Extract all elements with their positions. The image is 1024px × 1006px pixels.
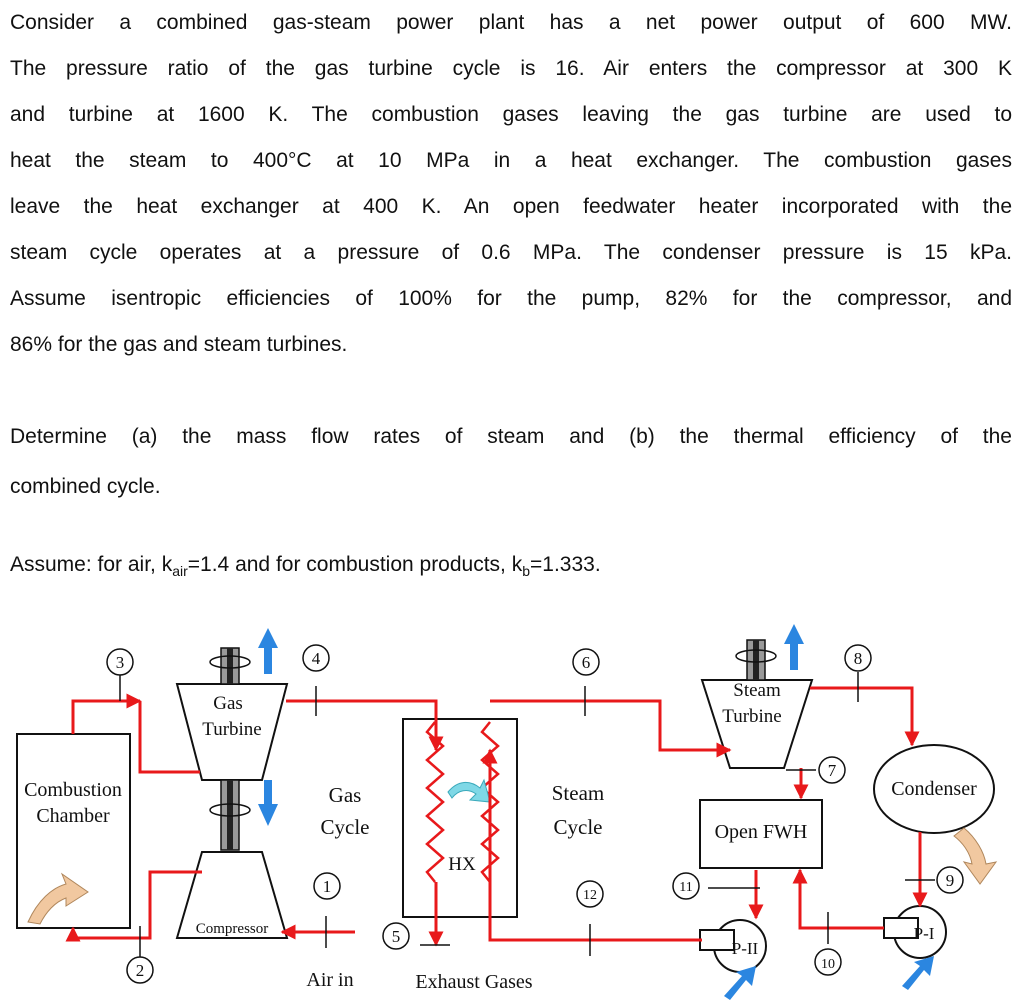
condenser: Condenser [873,744,998,885]
question-line: combined cycle. [10,475,161,498]
state-12-label: 12 [583,888,597,903]
steam-cycle-label: Steam [552,781,605,805]
state-4-label: 4 [312,649,321,668]
pump-1-label: P-I [914,924,935,943]
state-7-label: 7 [828,761,837,780]
question: Determine (a) the mass flow rates of ste… [10,412,1012,512]
state-2-label: 2 [136,961,145,980]
heat-rejection-arrow-icon [953,827,998,885]
state-1-label: 1 [323,877,332,896]
pump-2-label: P-II [732,939,759,958]
problem-line: The pressure ratio of the gas turbine cy… [10,57,1012,80]
pump-1: P-I [883,905,947,990]
open-feedwater-heater: Open FWH [699,799,823,869]
state-11-label: 11 [679,880,692,895]
flow-lines [65,686,928,947]
heat-input-arrow-icon [27,872,89,925]
problem-statement: Consider a combined gas-steam power plan… [10,0,1012,368]
shaft-icon [209,647,251,851]
state-3-label: 3 [116,653,125,672]
work-out-arrow-icon [258,628,278,674]
problem-line: Assume isentropic efficiencies of 100% f… [10,287,1012,310]
assume-prefix: Assume: for air, k [10,553,173,576]
plant-schematic: Combustion Chamber Gas Turbine Compresso… [16,624,998,1000]
steam-shaft-icon [735,639,777,681]
pump-1-work-arrow-icon [902,956,934,990]
state-8-label: 8 [854,649,863,668]
problem-line: Consider a combined gas-steam power plan… [10,11,1012,34]
problem-line: leave the heat exchanger at 400 K. An op… [10,195,1012,218]
heat-exchanger: HX [402,718,518,918]
compressor: Compressor [175,851,289,939]
state-10-label: 10 [821,957,835,972]
air-in-label: Air in [306,969,353,991]
steam-turbine-label: Turbine [722,706,781,727]
state-labels: 1 2 3 4 5 6 7 8 9 10 11 12 [106,644,964,984]
problem-line: steam cycle operates at a pressure of 0.… [10,241,1012,264]
work-in-arrow-icon [258,780,278,826]
condenser-label: Condenser [891,778,977,800]
gas-cycle-label: Cycle [321,815,370,839]
pump-2: P-II [699,919,767,1000]
problem-line: and turbine at 1600 K. The combustion ga… [10,103,1012,126]
exhaust-gases-label: Exhaust Gases [415,971,532,993]
steam-turbine-label: Steam [733,680,781,701]
assumption: Assume: for air, kair=1.4 and for combus… [10,540,1012,590]
state-9-label: 9 [946,871,955,890]
b-subscript: b [522,563,531,580]
open-fwh-label: Open FWH [715,821,808,843]
assume-air-value: =1.4 and for combustion products, k [187,553,523,576]
air-subscript: air [172,563,188,580]
combustion-chamber-label: Chamber [36,805,110,827]
combustion-chamber-label: Combustion [24,779,122,801]
combustion-chamber: Combustion Chamber [16,733,131,929]
steam-cycle-label: Cycle [554,815,603,839]
gas-turbine-label: Gas [213,693,243,714]
gas-cycle-label: Gas [329,783,362,807]
problem-line: 86% for the gas and steam turbines. [10,333,348,356]
hx-heat-transfer-arrow-icon [447,778,491,803]
compressor-label: Compressor [196,921,269,937]
gas-turbine: Gas Turbine [175,683,289,781]
pump-2-work-arrow-icon [724,966,756,1000]
hx-label: HX [448,854,476,875]
state-5-label: 5 [392,927,401,946]
problem-line: heat the steam to 400°C at 10 MPa in a h… [10,149,1012,172]
state-ticks [119,666,935,958]
state-6-label: 6 [582,653,591,672]
assume-b-value: =1.333. [530,553,601,576]
steam-turbine: Steam Turbine [700,679,814,769]
steam-work-out-arrow-icon [784,624,804,670]
gas-turbine-label: Turbine [202,719,261,740]
question-line: Determine (a) the mass flow rates of ste… [10,425,1012,448]
